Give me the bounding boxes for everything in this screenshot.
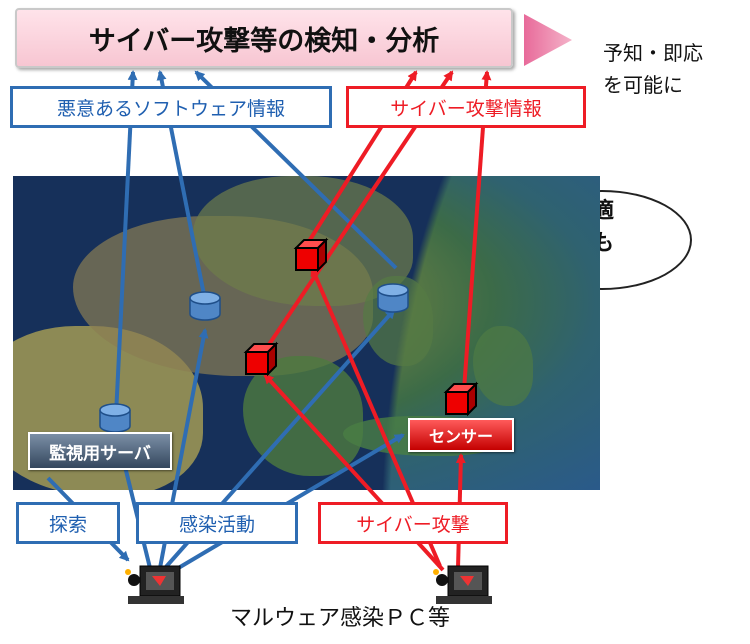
main-title: サイバー攻撃等の検知・分析 <box>88 25 440 57</box>
probe-box: 探索 <box>16 502 120 544</box>
database-icon <box>189 291 221 321</box>
infected-pc-icon <box>433 565 492 604</box>
sensor-label: センサー <box>408 418 514 452</box>
infection-activity-label: 感染活動 <box>178 513 255 536</box>
malware-info-box: 悪意あるソフトウェア情報 <box>10 86 332 128</box>
infection-activity-box: 感染活動 <box>136 502 298 544</box>
side-text-line1: 予知・即応 <box>603 41 703 65</box>
sensor-cube-icon <box>443 381 479 417</box>
database-icon <box>377 283 409 313</box>
blue-arrow <box>114 70 138 416</box>
sensor-text: センサー <box>428 427 493 446</box>
side-text-line2: を可能に <box>603 73 683 97</box>
pink-arrow-icon <box>524 14 572 66</box>
cyber-attack-box: サイバー攻撃 <box>318 502 508 544</box>
database-icon <box>99 403 131 433</box>
cyber-attack-label: サイバー攻撃 <box>356 513 470 536</box>
cyber-attack-info-box: サイバー攻撃情報 <box>346 86 586 128</box>
infected-pc-caption: マルウェア感染ＰＣ等 <box>229 606 450 631</box>
main-title-box: サイバー攻撃等の検知・分析 <box>15 8 513 68</box>
malware-info-label: 悪意あるソフトウェア情報 <box>56 97 285 120</box>
monitor-server-text: 監視用サーバ <box>49 443 151 464</box>
sensor-cube-icon <box>293 237 329 273</box>
cyber-attack-info-label: サイバー攻撃情報 <box>390 97 542 120</box>
infected-pc-icon <box>125 565 184 604</box>
probe-label: 探索 <box>48 513 87 536</box>
sensor-cube-icon <box>243 341 279 377</box>
monitor-server-label: 監視用サーバ <box>28 432 172 470</box>
